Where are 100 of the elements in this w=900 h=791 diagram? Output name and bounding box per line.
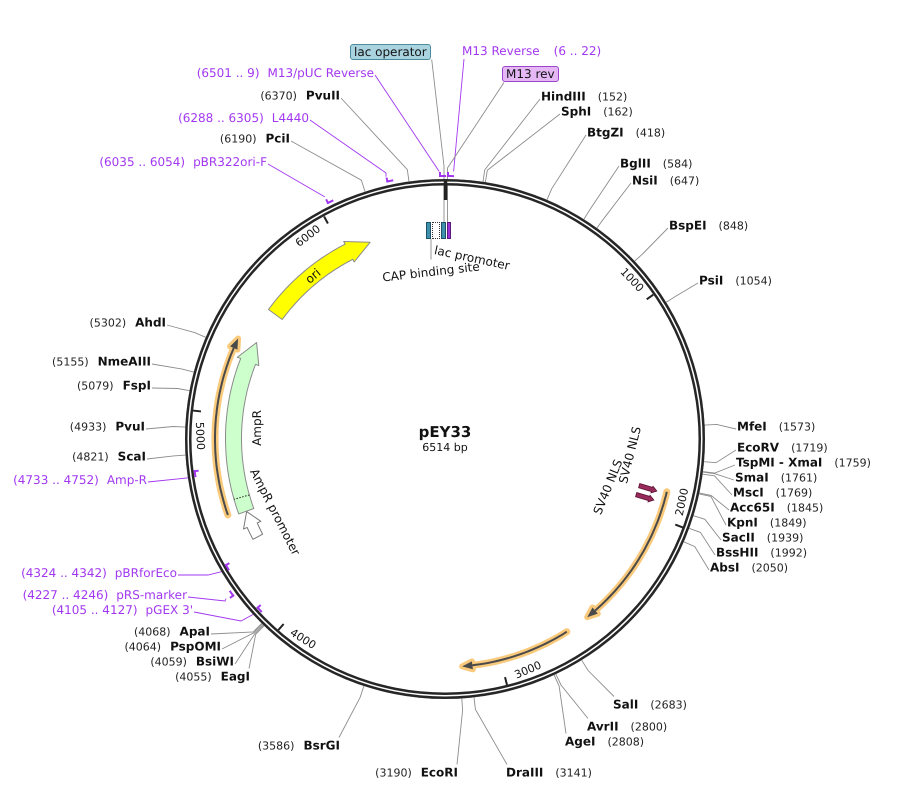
site-position: (4059) (150, 656, 187, 670)
leader-line (666, 282, 698, 303)
leader-line (698, 492, 730, 510)
primer-site-mark (324, 196, 334, 204)
enzyme-name: MfeI (737, 420, 767, 434)
enzyme-name: BglII (620, 156, 651, 170)
enzyme-name: ApaI (180, 624, 210, 638)
leader-line (702, 472, 734, 480)
site-position: (1759) (834, 456, 871, 470)
nls-feature (634, 491, 656, 504)
enzyme-name: EcoRI (420, 766, 458, 780)
site-position: (5155) (52, 356, 89, 370)
primer-name: L4440 (272, 111, 309, 125)
leader-line (683, 541, 710, 570)
leader-line (447, 82, 504, 222)
enzyme-name: Acc65I (730, 500, 775, 514)
primer-name: Amp-R (106, 473, 147, 487)
leader-line (188, 596, 227, 602)
leader-line (338, 686, 364, 738)
enzyme-name: EcoRV (737, 440, 780, 454)
leader-line (702, 474, 732, 496)
enzyme-name: BsiWI (196, 654, 234, 668)
feature-block (426, 222, 431, 239)
site-position: (4821) (72, 450, 109, 464)
leader-line (546, 134, 586, 200)
enzyme-name: AvrII (587, 720, 619, 734)
enzyme-name: EagI (220, 670, 250, 684)
enzyme-name: BssHII (716, 546, 758, 560)
primer-range: (6035 .. 6054) (99, 155, 186, 169)
primer-name: pBR322ori-F (193, 155, 267, 169)
primer-range: (4227 .. 4246) (22, 588, 108, 602)
leader-line (152, 364, 194, 373)
leader-line (554, 674, 566, 734)
primer-site-mark (446, 171, 454, 177)
tick-label: 5000 (192, 422, 208, 450)
enzyme-name: SphI (561, 104, 592, 118)
site-position: (4055) (175, 670, 212, 684)
leader-line (698, 493, 726, 526)
site-position: (3190) (375, 766, 412, 780)
leader-line (431, 59, 444, 222)
primer-range: (4105 .. 4127) (52, 603, 138, 617)
site-position: (152) (598, 90, 628, 104)
site-position: (1939) (766, 532, 804, 546)
primer-name: pRS-marker (116, 588, 187, 602)
feature-tag: lac operator (350, 44, 431, 60)
leader-line (704, 424, 736, 430)
leader-line (146, 426, 186, 430)
primer-name: pBRforEco (114, 566, 177, 580)
primer-range: (6288 .. 6305) (178, 111, 264, 125)
primer-site-mark (386, 176, 394, 183)
primer-site-mark (439, 171, 446, 177)
leader-line (583, 166, 620, 220)
leader-line (474, 696, 508, 765)
enzyme-name: MscI (733, 486, 764, 500)
primer-site-mark (193, 470, 200, 478)
site-position: (584) (662, 158, 692, 172)
enzyme-name: AbsI (710, 560, 740, 574)
primer-site-mark (256, 604, 264, 613)
enzyme-name: AgeI (565, 734, 596, 748)
tick-label: 2000 (672, 487, 691, 518)
primer-name: M13/pUC Reverse (268, 66, 374, 80)
site-position: (6370) (260, 90, 297, 104)
site-position: (4068) (134, 626, 171, 640)
site-position: (647) (670, 174, 700, 188)
site-position: (1719) (791, 442, 828, 456)
leader-line (702, 464, 736, 474)
site-position: (1761) (780, 472, 818, 486)
site-position: (5079) (77, 380, 114, 394)
tick-label: 4000 (288, 626, 318, 652)
leader-line (340, 98, 410, 182)
primer-name: pGEX 3' (146, 603, 193, 617)
primer-range: (4733 .. 4752) (13, 473, 99, 487)
site-position: (1992) (770, 546, 807, 560)
feature-block (441, 222, 446, 239)
enzyme-name: PvuI (115, 420, 145, 434)
promoter-block (432, 222, 440, 239)
site-position: (2683) (650, 698, 687, 712)
leader-line (290, 140, 366, 192)
enzyme-name: HindIII (541, 90, 586, 104)
leader-line (146, 454, 186, 460)
feature-tag: M13 rev (502, 66, 559, 82)
primer-range: (4324 .. 4342) (21, 566, 107, 580)
plasmid-name: pEY33 (418, 424, 472, 441)
leader-line (248, 625, 265, 669)
leader-line (222, 624, 263, 650)
enzyme-name: PsiI (699, 274, 724, 288)
enzyme-name: PvuII (306, 88, 340, 102)
site-position: (3586) (258, 740, 294, 754)
leader-line (581, 660, 614, 697)
site-position: (3141) (555, 766, 592, 780)
tick-label: 3000 (512, 658, 544, 681)
leader-line (374, 74, 440, 172)
leader-line (430, 238, 432, 260)
site-position: (4933) (70, 420, 106, 434)
leader-line (692, 515, 722, 540)
site-position: (1054) (735, 274, 772, 288)
leader-line (166, 324, 206, 338)
primer-name: M13 Reverse (462, 44, 540, 58)
site-position: (418) (636, 126, 666, 140)
leader-line (634, 228, 668, 262)
